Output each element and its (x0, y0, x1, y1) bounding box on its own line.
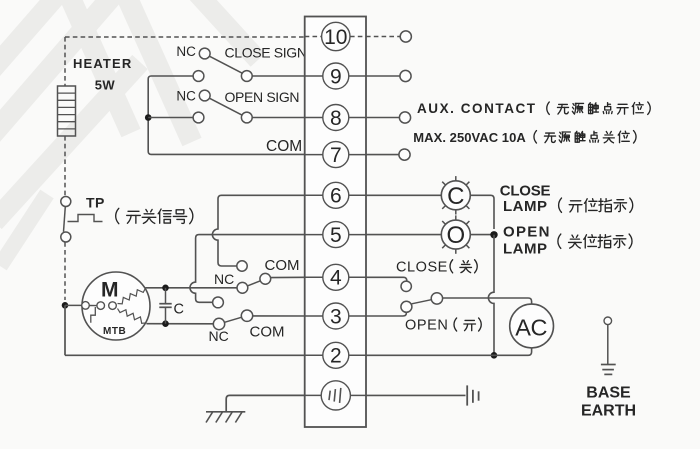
svg-text:NC: NC (176, 89, 196, 104)
svg-text:NC: NC (176, 44, 196, 59)
svg-text:6: 6 (330, 185, 342, 208)
svg-text:OPEN SIGN: OPEN SIGN (225, 89, 300, 105)
svg-text:5W: 5W (95, 77, 116, 92)
svg-text:C: C (174, 302, 184, 318)
svg-text:5: 5 (330, 224, 342, 247)
svg-text:2: 2 (330, 345, 342, 368)
svg-text:COM: COM (266, 138, 302, 155)
svg-text:C: C (447, 183, 464, 210)
svg-text:MTB: MTB (103, 326, 126, 337)
svg-text:MAX. 250VAC 10A: MAX. 250VAC 10A (413, 130, 526, 145)
svg-text:COM: COM (250, 323, 285, 340)
svg-text:NC: NC (214, 271, 234, 287)
svg-text:HEATER: HEATER (73, 56, 132, 71)
svg-text:TP: TP (86, 195, 105, 211)
svg-text:AUX. CONTACT: AUX. CONTACT (417, 101, 537, 116)
svg-text:LAMP: LAMP (503, 198, 548, 215)
svg-text:9: 9 (330, 65, 342, 88)
svg-text:CLOSE SIGN: CLOSE SIGN (225, 45, 307, 61)
svg-text:OPEN: OPEN (503, 223, 551, 240)
svg-text:CLOSE: CLOSE (500, 183, 551, 200)
svg-text:4: 4 (330, 267, 342, 290)
svg-text:EARTH: EARTH (581, 403, 636, 420)
svg-text:LAMP: LAMP (503, 240, 548, 257)
svg-text:AC: AC (515, 315, 547, 341)
svg-text:3: 3 (330, 305, 342, 328)
svg-text:OPEN: OPEN (405, 318, 449, 334)
svg-text:8: 8 (330, 107, 342, 130)
svg-text:O: O (446, 222, 465, 249)
svg-text:10: 10 (324, 26, 347, 49)
svg-text:7: 7 (330, 144, 342, 167)
svg-text:M: M (101, 279, 119, 302)
svg-text:NC: NC (209, 328, 229, 344)
svg-text:COM: COM (265, 257, 300, 274)
svg-text:BASE: BASE (586, 385, 631, 402)
svg-text:CLOSE: CLOSE (396, 259, 448, 275)
